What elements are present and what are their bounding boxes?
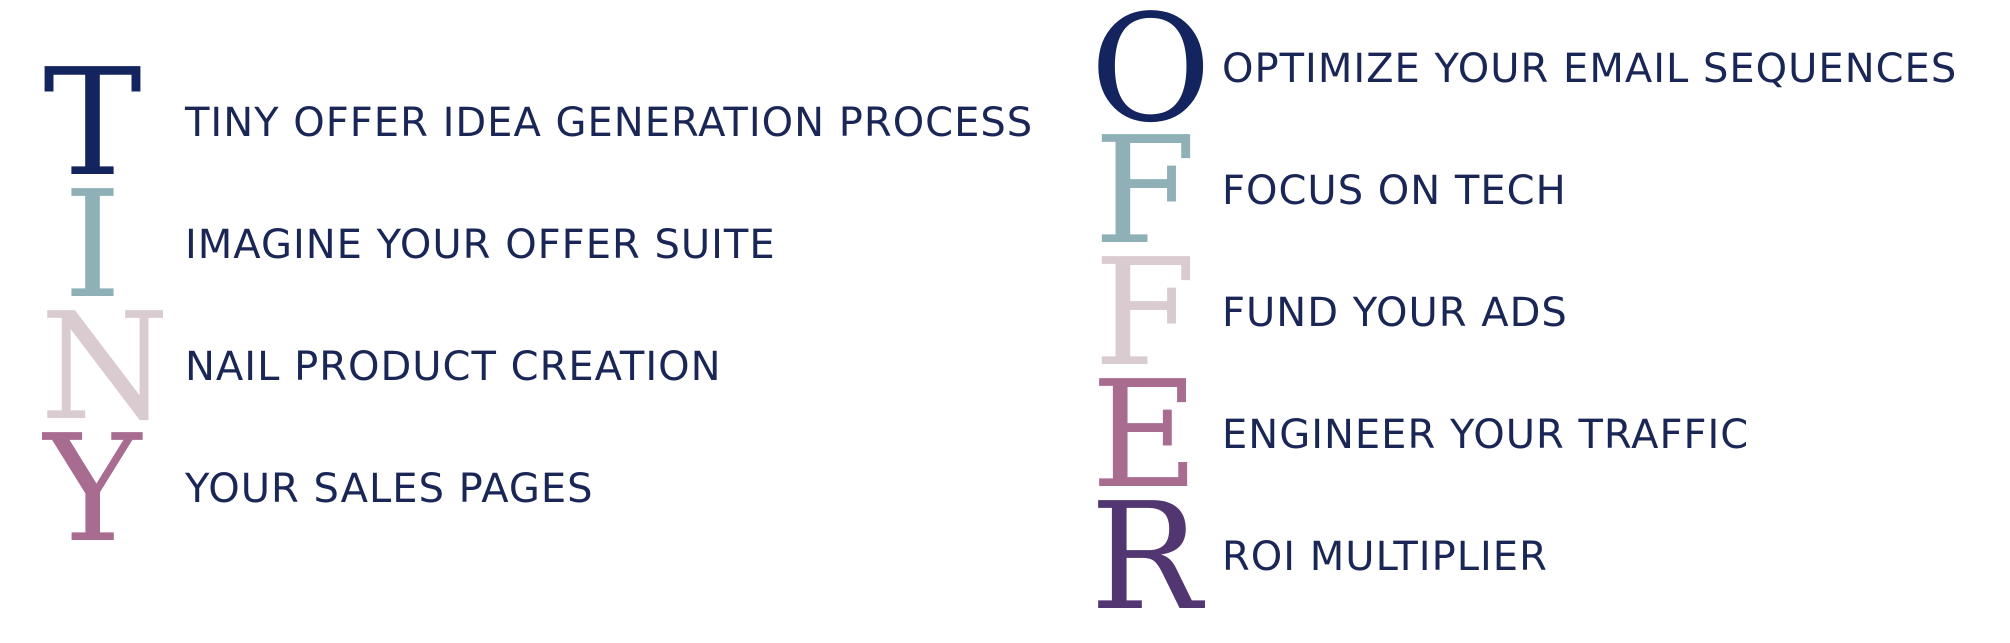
- tiny-row-t: T TINY OFFER IDEA GENERATION PROCESS: [40, 49, 1034, 197]
- offer-phrase-e: ENGINEER YOUR TRAFFIC: [1222, 412, 1750, 458]
- offer-row-r: R ROI MULTIPLIER: [1090, 483, 1957, 631]
- offer-letter-f2: F: [1093, 227, 1197, 399]
- tiny-letter-y: Y: [43, 403, 142, 575]
- offer-row-f1: F FOCUS ON TECH: [1090, 117, 1957, 265]
- offer-phrase-f1: FOCUS ON TECH: [1222, 168, 1567, 214]
- tiny-phrase-y: YOUR SALES PAGES: [185, 466, 594, 512]
- tiny-row-i: I IMAGINE YOUR OFFER SUITE: [40, 171, 1033, 319]
- offer-row-f2: F FUND YOUR ADS: [1090, 239, 1957, 387]
- offer-row-e: E ENGINEER YOUR TRAFFIC: [1090, 361, 1957, 509]
- offer-acrostic: O OPTIMIZE YOUR EMAIL SEQUENCES F FOCUS …: [1090, 0, 1958, 631]
- offer-letter-e: E: [1090, 349, 1200, 521]
- offer-row-o: O OPTIMIZE YOUR EMAIL SEQUENCES: [1090, 0, 1958, 143]
- offer-phrase-f2: FUND YOUR ADS: [1222, 290, 1568, 336]
- tiny-acrostic: T TINY OFFER IDEA GENERATION PROCESS I I…: [40, 49, 1034, 563]
- tiny-phrase-t: TINY OFFER IDEA GENERATION PROCESS: [185, 100, 1034, 146]
- offer-letter-o: O: [1090, 0, 1212, 155]
- offer-phrase-r: ROI MULTIPLIER: [1222, 534, 1548, 580]
- offer-letter-r: R: [1090, 471, 1202, 643]
- tiny-letter-n: N: [40, 281, 170, 453]
- tiny-row-n: N NAIL PRODUCT CREATION: [40, 293, 1033, 441]
- tiny-letter-t: T: [43, 37, 142, 209]
- tiny-row-y: Y YOUR SALES PAGES: [40, 415, 1033, 563]
- tiny-phrase-n: NAIL PRODUCT CREATION: [185, 344, 722, 390]
- offer-phrase-o: OPTIMIZE YOUR EMAIL SEQUENCES: [1222, 46, 1958, 92]
- offer-letter-f1: F: [1093, 105, 1197, 277]
- tiny-phrase-i: IMAGINE YOUR OFFER SUITE: [185, 222, 776, 268]
- tiny-letter-i: I: [63, 159, 122, 331]
